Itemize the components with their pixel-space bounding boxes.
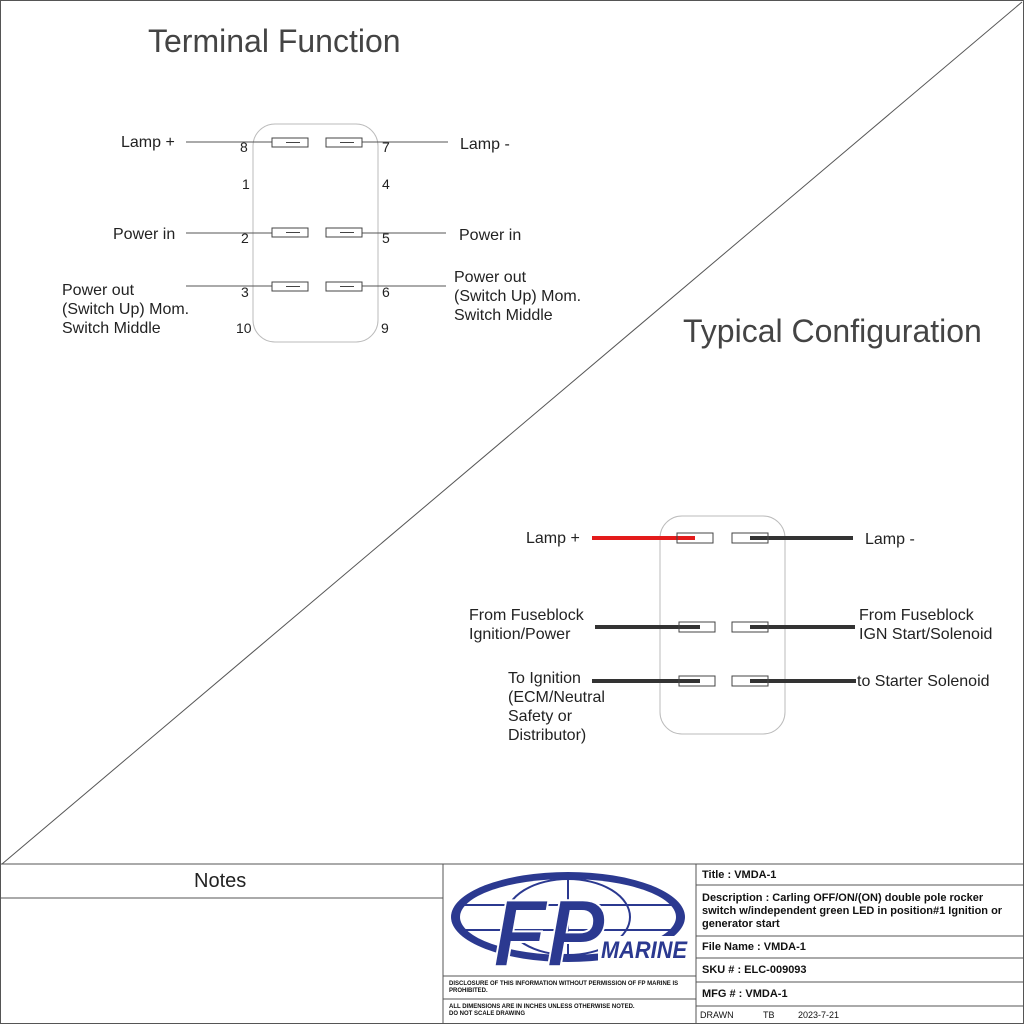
pin-8: 8 [240,139,248,155]
title-block [0,863,1024,1024]
sku-field: SKU # : ELC-009093 [702,964,807,976]
pin-3: 3 [241,284,249,300]
pin-6: 6 [382,284,390,300]
file-name-field: File Name : VMDA-1 [702,941,806,953]
label-power-in-left: Power in [113,226,176,243]
label-lamp-minus: Lamp - [460,136,510,153]
title-field: Title : VMDA-1 [702,869,777,881]
config-label-lamp-minus: Lamp - [865,531,915,548]
config-label-fuse-right: From Fuseblock IGN Start/Solenoid [859,607,993,643]
dimensions-note: ALL DIMENSIONS ARE IN INCHES UNLESS OTHE… [449,1004,635,1017]
terminal-function-title: Terminal Function [148,23,401,59]
pin-1: 1 [242,176,250,192]
label-lamp-plus: Lamp + [121,134,175,151]
logo-fp-text: FP [493,880,606,987]
pin-10: 10 [236,320,252,336]
description-field: Description : Carling OFF/ON/(ON) double… [702,892,1003,930]
config-label-fuse-left: From Fuseblock Ignition/Power [469,607,584,643]
label-power-out-right: Power out (Switch Up) Mom. Switch Middle [454,269,582,324]
drawn-by: TB [763,1010,775,1020]
drawn-label: DRAWN [700,1010,734,1020]
logo-marine-text: MARINE [601,937,688,964]
diagonal-divider [1,1,1023,865]
config-label-lamp-plus: Lamp + [526,530,580,547]
notes-label: Notes [194,870,247,892]
pin-4: 4 [382,176,390,192]
config-label-to-starter: to Starter Solenoid [857,673,990,690]
typical-configuration-title: Typical Configuration [683,313,982,349]
drawn-date: 2023-7-21 [798,1010,840,1020]
pin-2: 2 [241,230,249,246]
disclosure-note: DISCLOSURE OF THIS INFORMATION WITHOUT P… [449,981,679,994]
pin-7: 7 [382,139,390,155]
pin-9: 9 [381,320,389,336]
label-power-in-right: Power in [459,227,522,244]
config-label-to-ignition: To Ignition (ECM/Neutral Safety or Distr… [508,670,605,744]
pin-5: 5 [382,230,390,246]
fp-marine-logo: FP MARINE [451,872,690,988]
mfg-field: MFG # : VMDA-1 [702,988,788,1000]
label-power-out-left: Power out (Switch Up) Mom. Switch Middle [62,282,190,337]
